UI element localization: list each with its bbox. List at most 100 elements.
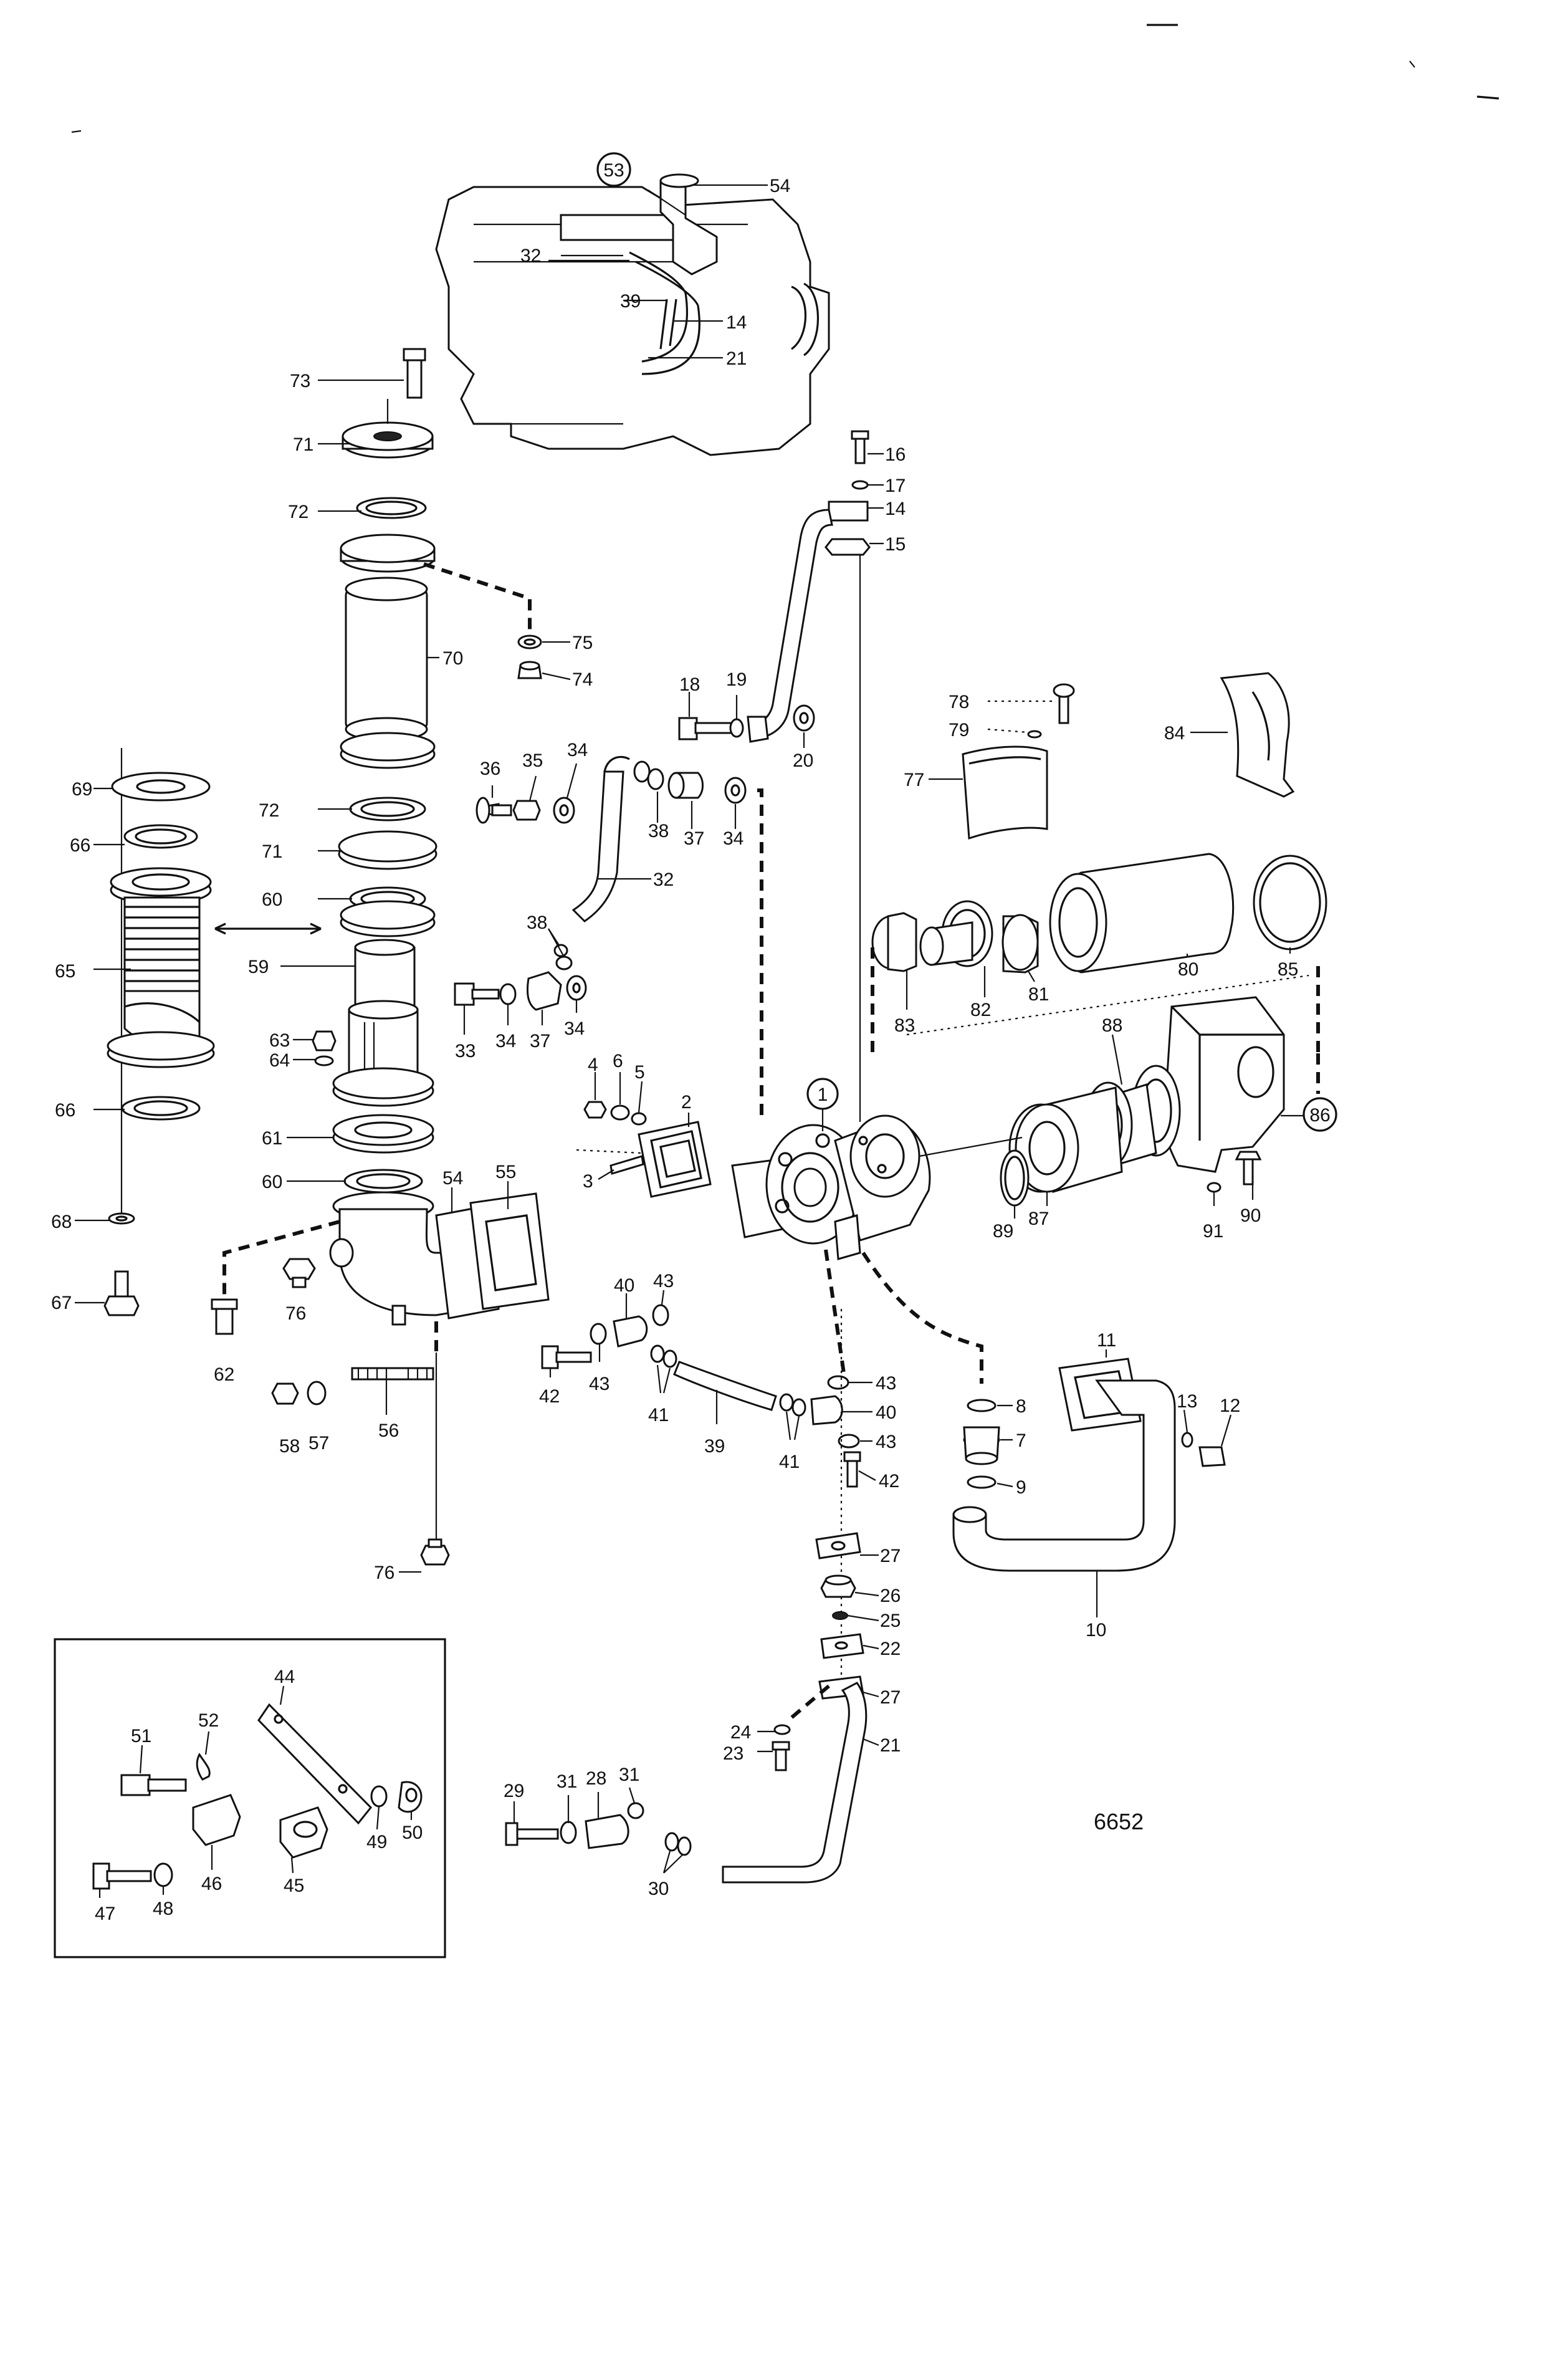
callout-83: 83	[894, 1015, 915, 1036]
callout-79: 79	[949, 720, 969, 740]
callout-21b: 21	[880, 1735, 901, 1756]
callout-66b: 66	[55, 1100, 75, 1121]
callout-72: 72	[288, 502, 308, 522]
callout-61: 61	[262, 1128, 282, 1149]
callout-11: 11	[1097, 1330, 1116, 1351]
callout-30: 30	[648, 1879, 669, 1899]
turbocharger	[731, 1114, 931, 1260]
callout-36: 36	[480, 759, 500, 779]
callout-33: 33	[455, 1041, 476, 1061]
callout-48: 48	[153, 1899, 173, 1919]
scan-marks	[71, 24, 1499, 133]
callout-65: 65	[55, 961, 75, 982]
callout-89: 89	[993, 1221, 1013, 1242]
callout-87: 87	[1028, 1209, 1049, 1229]
callout-43b: 43	[653, 1271, 674, 1291]
callout-12: 12	[1220, 1396, 1240, 1416]
callout-23: 23	[723, 1743, 743, 1764]
mounting-bracket-inset	[54, 1638, 446, 1958]
callout-43d: 43	[876, 1432, 896, 1452]
callout-45: 45	[284, 1875, 304, 1896]
air-silencer-assembly	[871, 853, 1327, 974]
callout-38: 38	[648, 821, 669, 841]
callout-73: 73	[290, 371, 310, 391]
callout-31: 31	[557, 1771, 577, 1792]
callout-21: 21	[726, 348, 747, 369]
callout-60b: 60	[262, 1172, 282, 1192]
callout-7: 7	[1016, 1430, 1026, 1451]
callout-74: 74	[572, 669, 593, 690]
callout-52: 52	[198, 1710, 219, 1731]
callout-34b: 34	[723, 828, 743, 849]
callout-13: 13	[1177, 1391, 1197, 1412]
callout-71: 71	[293, 434, 313, 455]
callout-10: 10	[1086, 1620, 1106, 1640]
callout-3: 3	[583, 1171, 593, 1192]
callout-56: 56	[378, 1420, 399, 1441]
callout-57: 57	[308, 1433, 329, 1454]
callout-80: 80	[1178, 959, 1198, 980]
callout-42: 42	[539, 1386, 560, 1407]
callout-6: 6	[613, 1051, 623, 1071]
callout-72b: 72	[259, 800, 279, 821]
callout-67: 67	[51, 1293, 72, 1313]
callout-77: 77	[904, 770, 924, 790]
callout-26: 26	[880, 1586, 901, 1606]
callout-46: 46	[201, 1874, 222, 1894]
callout-54: 54	[770, 176, 790, 196]
callout-76b: 76	[374, 1563, 394, 1583]
callout-51: 51	[131, 1726, 151, 1746]
callout-76: 76	[285, 1303, 306, 1324]
figure-reference-number: 6652	[1094, 1809, 1144, 1834]
callout-14: 14	[726, 312, 747, 333]
callout-69: 69	[72, 779, 92, 800]
callout-32b: 32	[653, 869, 674, 890]
callout-8: 8	[1016, 1396, 1026, 1417]
exhaust-riser-stack	[329, 348, 550, 1326]
callout-4: 4	[588, 1055, 598, 1075]
callout-14b: 14	[885, 499, 906, 519]
callout-55: 55	[495, 1162, 516, 1182]
callout-29: 29	[504, 1781, 524, 1801]
callout-86: 86	[1309, 1105, 1330, 1126]
callout-15: 15	[885, 534, 906, 555]
callout-40: 40	[614, 1275, 634, 1296]
callout-43: 43	[589, 1374, 610, 1394]
callout-71b: 71	[262, 841, 282, 862]
callout-24: 24	[730, 1722, 751, 1743]
callout-25: 25	[880, 1611, 901, 1631]
callout-18: 18	[679, 674, 700, 695]
callout-9: 9	[1016, 1477, 1026, 1498]
callout-41: 41	[648, 1405, 669, 1425]
callout-31b: 31	[619, 1765, 639, 1785]
callout-70: 70	[442, 648, 463, 669]
callout-64: 64	[269, 1050, 290, 1071]
compressor-housing	[1000, 996, 1285, 1207]
callout-27b: 27	[880, 1687, 901, 1708]
callout-81: 81	[1028, 984, 1049, 1005]
callout-34c: 34	[495, 1031, 516, 1051]
callout-37: 37	[684, 828, 704, 849]
callout-38b: 38	[527, 912, 547, 933]
callout-40b: 40	[876, 1402, 896, 1423]
callout-62: 62	[214, 1364, 234, 1385]
callout-22: 22	[880, 1639, 901, 1659]
callout-60: 60	[262, 889, 282, 910]
callout-66: 66	[70, 835, 90, 856]
callout-32: 32	[520, 246, 541, 266]
callout-84: 84	[1164, 723, 1185, 744]
engine-overview-illustration	[435, 173, 830, 456]
callout-49: 49	[366, 1832, 387, 1852]
callout-34d: 34	[564, 1018, 585, 1039]
flex-bellows-assembly	[103, 748, 215, 1316]
callout-28: 28	[586, 1768, 606, 1789]
callout-35: 35	[522, 750, 543, 771]
callout-82: 82	[970, 1000, 991, 1020]
callout-47: 47	[95, 1904, 115, 1924]
callout-37b: 37	[530, 1031, 550, 1051]
callout-44: 44	[274, 1667, 295, 1687]
callout-88: 88	[1102, 1015, 1122, 1036]
callout-17: 17	[885, 476, 906, 496]
callout-19: 19	[726, 669, 747, 690]
callout-85: 85	[1278, 959, 1298, 980]
